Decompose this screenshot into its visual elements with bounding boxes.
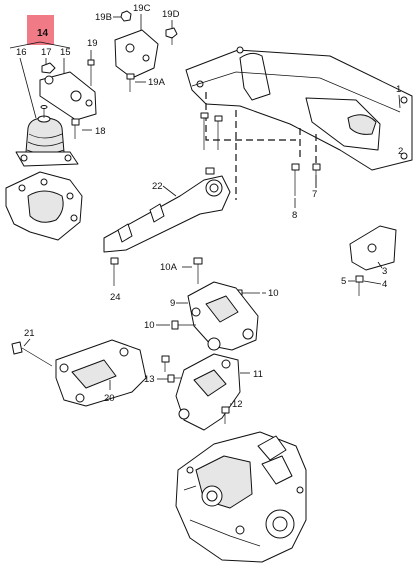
bolt-18[interactable]: [71, 118, 80, 139]
label-10-left[interactable]: 10: [144, 320, 155, 331]
bolt-12[interactable]: [221, 406, 230, 424]
bolt-19a[interactable]: [126, 73, 135, 92]
label-19d[interactable]: 19D: [162, 9, 180, 20]
label-24[interactable]: 24: [110, 292, 121, 303]
label-10a[interactable]: 10A: [160, 262, 178, 273]
label-2[interactable]: 2: [398, 146, 403, 157]
nut-19b[interactable]: [120, 10, 132, 22]
bolt-5[interactable]: [355, 275, 364, 296]
bolt-10-left[interactable]: [171, 320, 196, 330]
label-20[interactable]: 20: [104, 393, 115, 404]
gearbox-support-20[interactable]: [55, 339, 147, 407]
label-5[interactable]: 5: [341, 276, 346, 287]
label-9[interactable]: 9: [170, 298, 175, 309]
bolts-7[interactable]: [200, 112, 223, 150]
label-14[interactable]: 14: [37, 28, 49, 39]
label-3[interactable]: 3: [382, 266, 387, 277]
label-10-right[interactable]: 10: [268, 288, 279, 299]
transmission-mount-9[interactable]: [187, 281, 259, 351]
label-17[interactable]: 17: [41, 47, 52, 58]
label-11[interactable]: 11: [253, 369, 263, 380]
gearbox[interactable]: [175, 431, 307, 563]
label-19b[interactable]: 19B: [95, 12, 112, 23]
label-12[interactable]: 12: [232, 399, 243, 410]
label-13[interactable]: 13: [144, 374, 155, 385]
highlight-box-14: [27, 15, 54, 45]
bolt-13-upper[interactable]: [161, 355, 170, 372]
pendulum-support-22[interactable]: [103, 167, 231, 253]
engine-support-plate[interactable]: [5, 171, 83, 241]
label-19c[interactable]: 19C: [133, 3, 151, 14]
label-4[interactable]: 4: [382, 279, 387, 290]
engine-mount-assembly[interactable]: [15, 59, 97, 167]
gearbox-bracket-11[interactable]: [175, 353, 241, 431]
label-7[interactable]: 7: [312, 189, 317, 200]
bracket-19c[interactable]: [114, 29, 159, 79]
label-15[interactable]: 15: [60, 47, 71, 58]
bracket-3[interactable]: [349, 225, 397, 271]
label-16[interactable]: 16: [16, 47, 27, 58]
bolts-8[interactable]: [291, 163, 321, 196]
bolt-24[interactable]: [110, 257, 119, 286]
bolt-10a[interactable]: [193, 257, 203, 284]
label-18[interactable]: 18: [95, 126, 106, 137]
bolt-21[interactable]: [11, 341, 53, 367]
label-21[interactable]: 21: [24, 328, 35, 339]
label-22[interactable]: 22: [152, 181, 163, 192]
bolt-19d[interactable]: [165, 27, 178, 45]
subframe[interactable]: [185, 46, 413, 171]
label-19[interactable]: 19: [87, 38, 98, 49]
label-1[interactable]: 1: [396, 84, 401, 95]
label-19a[interactable]: 19A: [148, 77, 166, 88]
label-8[interactable]: 8: [292, 210, 297, 221]
